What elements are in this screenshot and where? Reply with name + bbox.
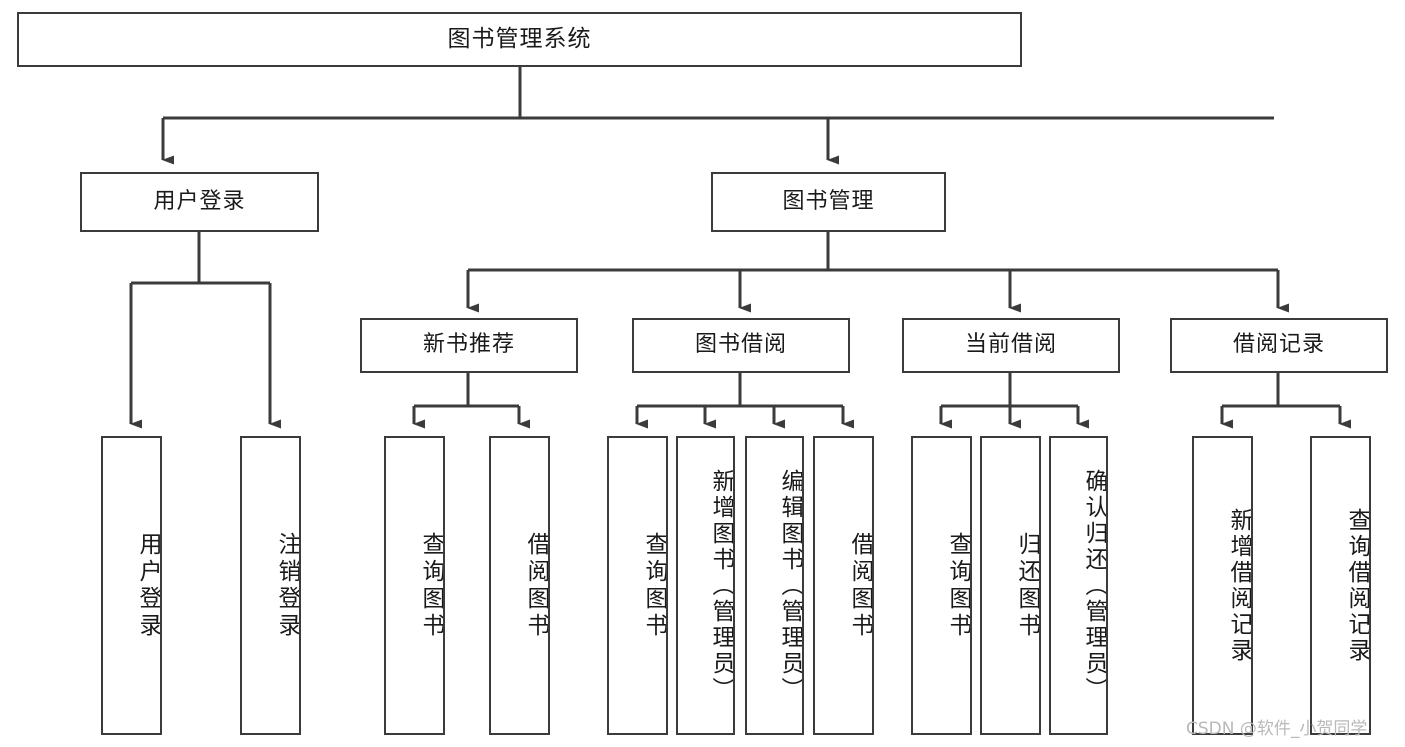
leaf-user-login[interactable]: 用户登录 <box>101 436 162 735</box>
leaf-query-book-new-recommend[interactable]: 查询图书 <box>384 436 445 735</box>
node-root[interactable]: 图书管理系统 <box>17 12 1022 67</box>
leaf-user-logout[interactable]: 注销登录 <box>240 436 301 735</box>
node-user-login[interactable]: 用户登录 <box>80 172 319 232</box>
leaf-return-book[interactable]: 归还图书 <box>980 436 1041 735</box>
node-new-book-recommend[interactable]: 新书推荐 <box>360 318 578 373</box>
node-borrow-record[interactable]: 借阅记录 <box>1170 318 1388 373</box>
leaf-confirm-return-admin[interactable]: 确认归还（管理员） <box>1049 436 1108 735</box>
leaf-edit-book-admin[interactable]: 编辑图书（管理员） <box>745 436 804 735</box>
node-book-manage[interactable]: 图书管理 <box>711 172 946 232</box>
node-current-borrow[interactable]: 当前借阅 <box>902 318 1120 373</box>
leaf-add-book-admin[interactable]: 新增图书（管理员） <box>676 436 735 735</box>
node-book-borrow[interactable]: 图书借阅 <box>632 318 850 373</box>
leaf-borrow-book-borrow[interactable]: 借阅图书 <box>813 436 874 735</box>
leaf-query-book-current[interactable]: 查询图书 <box>911 436 972 735</box>
leaf-borrow-book-new-recommend[interactable]: 借阅图书 <box>489 436 550 735</box>
watermark-text: CSDN @软件_小贺同学 <box>1186 719 1368 739</box>
leaf-add-borrow-record[interactable]: 新增借阅记录 <box>1192 436 1253 735</box>
leaf-query-book-borrow[interactable]: 查询图书 <box>607 436 668 735</box>
leaf-query-borrow-record[interactable]: 查询借阅记录 <box>1310 436 1371 735</box>
